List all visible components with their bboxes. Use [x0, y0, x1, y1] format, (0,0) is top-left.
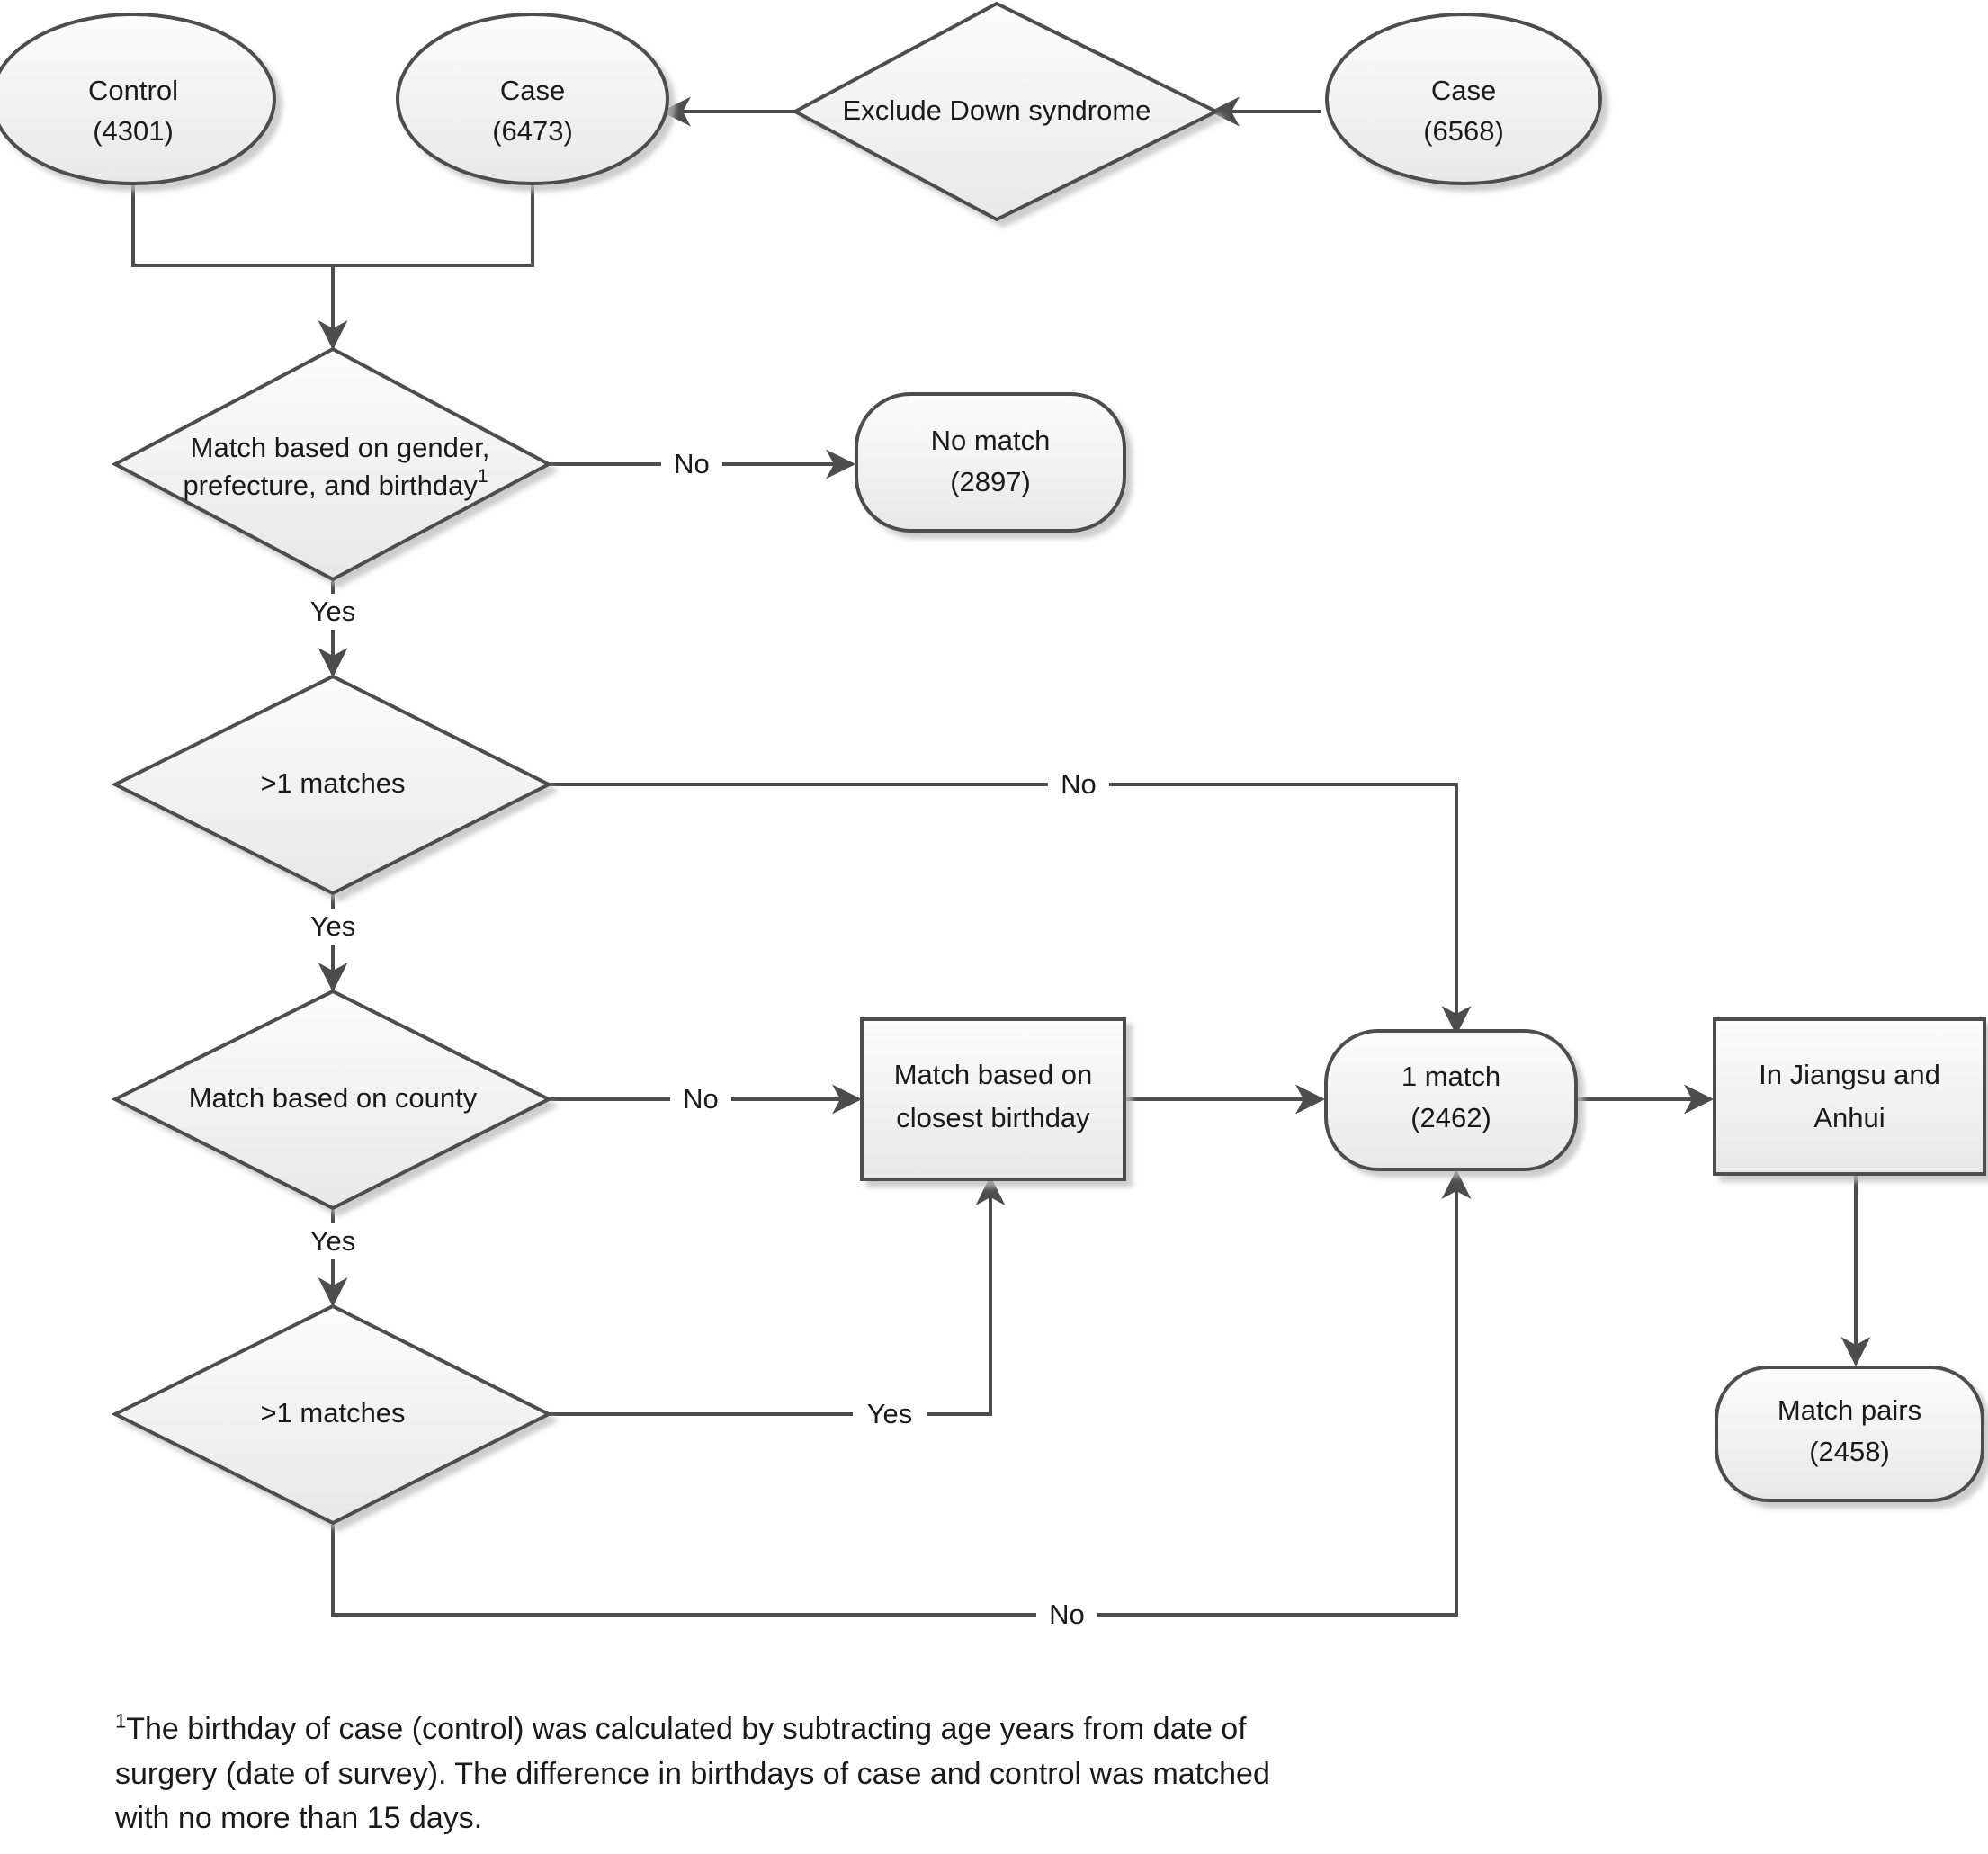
edge-label-gt1b-yes: Yes [867, 1398, 913, 1429]
edge-label-county-yes: Yes [310, 1225, 356, 1257]
node-match-closest-birthday-shape [860, 1017, 1126, 1181]
node-match-pairs[interactable]: Match pairs (2458) [1715, 1366, 1984, 1502]
node-one-match-shape [1324, 1029, 1578, 1171]
node-case-excluded-line2: (6473) [492, 115, 573, 147]
footnote-marker: 1 [115, 1709, 127, 1733]
node-case-excluded-line1: Case [500, 75, 565, 106]
node-match-closest-birthday-line1: Match based on [894, 1059, 1093, 1090]
node-match-gender-line2: prefecture, and birthday1 [183, 466, 488, 502]
footnote-text: The birthday of case (control) was calcu… [115, 1712, 1270, 1836]
edge-label-gt1a-no: No [1061, 768, 1097, 800]
node-in-jiangsu-anhui-line1: In Jiangsu and [1759, 1059, 1940, 1090]
edge-label-county-no: No [683, 1083, 719, 1115]
node-match-county[interactable]: Match based on county [111, 989, 553, 1211]
node-no-match-line2: (2897) [950, 466, 1031, 497]
node-control[interactable]: Control (4301) [0, 13, 276, 185]
node-match-pairs-line2: (2458) [1809, 1436, 1890, 1467]
node-gt1-matches-upper-label: >1 matches [260, 767, 405, 799]
node-match-gender-line1: Match based on gender, [191, 432, 490, 463]
node-control-line2: (4301) [93, 115, 174, 147]
edge-county-yes: Yes [297, 1210, 369, 1307]
node-control-shape [0, 13, 276, 185]
node-one-match-line2: (2462) [1410, 1102, 1491, 1133]
edge-match-gender-no: No [533, 446, 855, 482]
node-no-match-line1: No match [931, 425, 1051, 456]
node-match-closest-birthday[interactable]: Match based on closest birthday [860, 1017, 1126, 1181]
edge-gt1b-no: No [331, 1169, 1472, 1633]
node-match-pairs-shape [1715, 1366, 1984, 1502]
edge-gt1b-yes: Yes [547, 1176, 1006, 1432]
node-match-pairs-line1: Match pairs [1778, 1394, 1921, 1426]
node-case-initial[interactable]: Case (6568) [1325, 13, 1602, 185]
node-one-match[interactable]: 1 match (2462) [1324, 1029, 1578, 1171]
node-case-initial-shape [1325, 13, 1602, 185]
node-one-match-line1: 1 match [1401, 1061, 1500, 1092]
node-in-jiangsu-anhui-line2: Anhui [1813, 1102, 1885, 1133]
edge-match-gender-yes: Yes [297, 581, 369, 677]
node-no-match-shape [855, 392, 1126, 533]
node-no-match[interactable]: No match (2897) [855, 392, 1126, 533]
edge-label-gt1b-no: No [1049, 1599, 1085, 1630]
node-match-gender-shape [111, 346, 553, 582]
node-exclude-down-syndrome[interactable]: Exclude Down syndrome [791, 1, 1221, 222]
node-case-initial-line2: (6568) [1423, 115, 1504, 147]
node-gt1-matches-lower-shape [111, 1303, 553, 1526]
node-case-excluded-shape [396, 13, 669, 185]
edge-gt1a-yes: Yes [297, 895, 369, 992]
node-gt1-matches-upper[interactable]: >1 matches [111, 674, 553, 896]
node-exclude-down-syndrome-shape [791, 1, 1221, 222]
edge-merge-to-match-gender [131, 144, 534, 350]
node-match-county-label: Match based on county [189, 1082, 478, 1114]
edge-county-no: No [547, 1081, 862, 1117]
footnote: 1The birthday of case (control) was calc… [115, 1707, 1321, 1841]
node-exclude-down-syndrome-label: Exclude Down syndrome [843, 94, 1151, 126]
node-in-jiangsu-anhui-shape [1713, 1017, 1986, 1176]
node-match-county-shape [111, 989, 553, 1211]
edge-label-match-gender-no: No [674, 448, 710, 479]
node-control-line1: Control [88, 75, 178, 106]
node-in-jiangsu-anhui[interactable]: In Jiangsu and Anhui [1713, 1017, 1986, 1176]
node-match-closest-birthday-line2: closest birthday [896, 1102, 1090, 1133]
node-case-excluded[interactable]: Case (6473) [396, 13, 669, 185]
node-case-initial-line1: Case [1431, 75, 1496, 106]
edge-label-match-gender-yes: Yes [310, 596, 356, 627]
node-gt1-matches-lower-label: >1 matches [260, 1397, 405, 1429]
edge-label-gt1a-yes: Yes [310, 910, 356, 942]
node-gt1-matches-upper-shape [111, 674, 553, 896]
node-gt1-matches-lower[interactable]: >1 matches [111, 1303, 553, 1526]
edge-gt1a-no: No [547, 766, 1472, 1035]
node-match-gender[interactable]: Match based on gender, prefecture, and b… [111, 346, 553, 582]
